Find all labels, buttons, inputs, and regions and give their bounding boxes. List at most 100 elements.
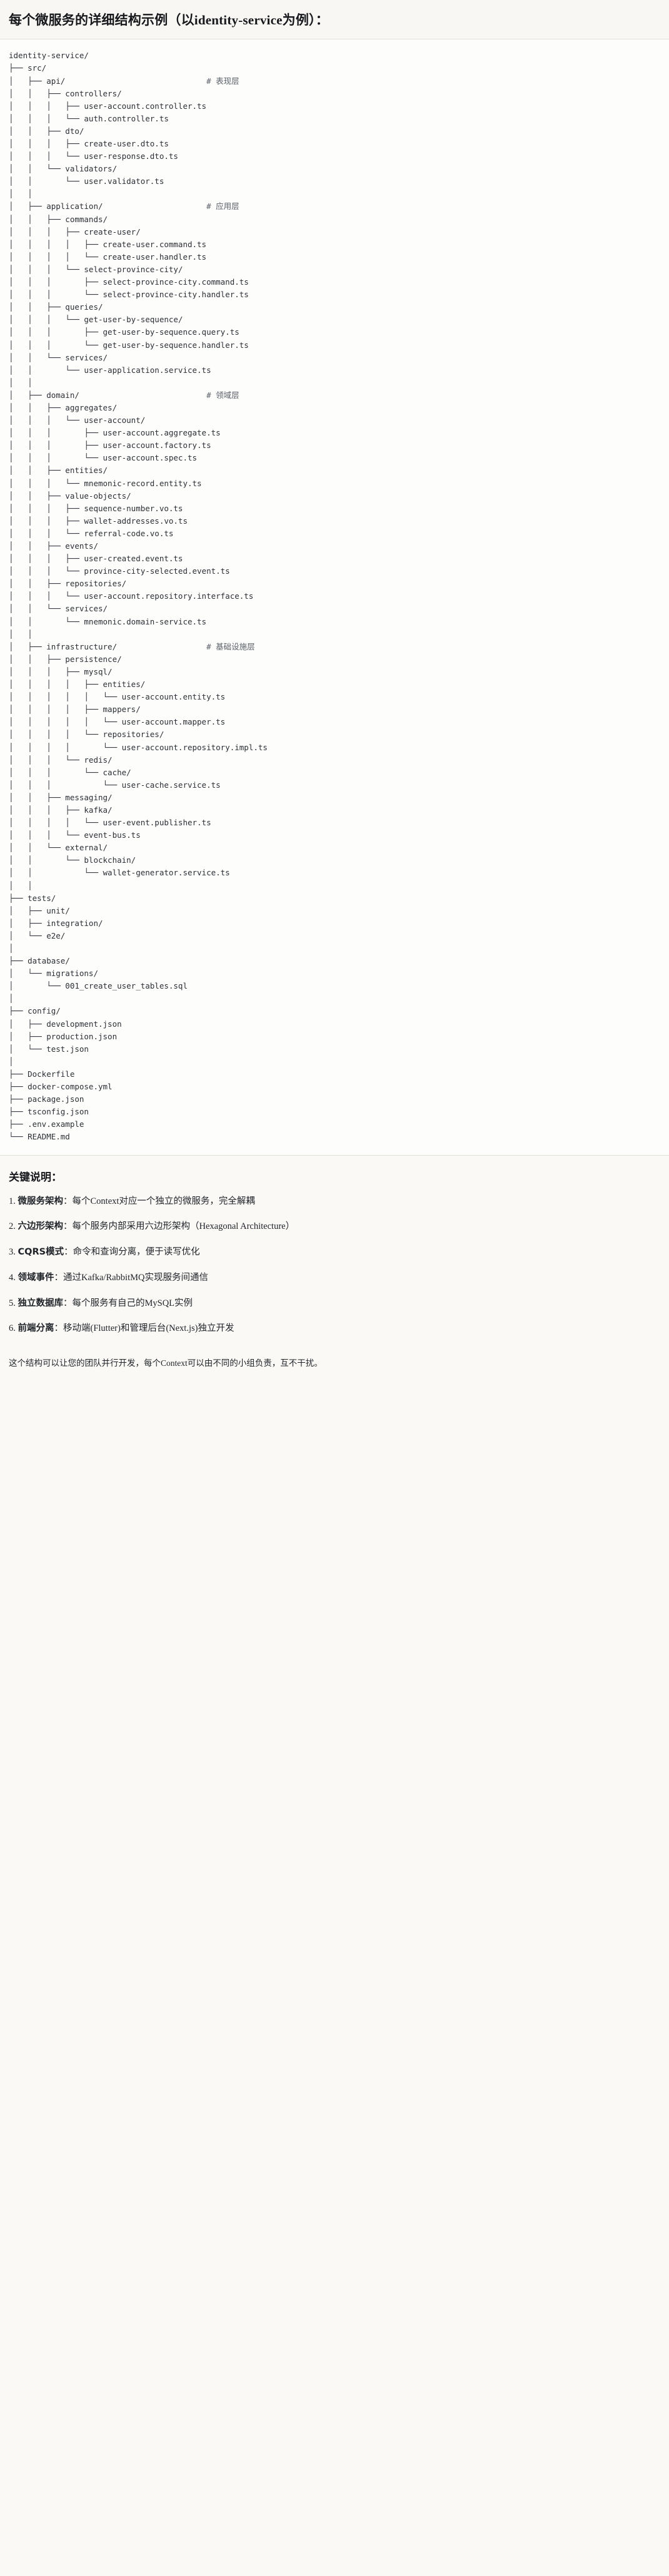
key-point-item: 6. 前端分离：移动端(Flutter)和管理后台(Next.js)独立开发	[9, 1322, 660, 1336]
key-points-list: 1. 微服务架构：每个Context对应一个独立的微服务，完全解耦 2. 六边形架…	[9, 1195, 660, 1336]
key-point-index: 3.	[9, 1247, 18, 1257]
tree-row: ├── tests/	[9, 893, 56, 903]
key-point-item: 3. CQRS模式：命令和查询分离，便于读写优化	[9, 1246, 660, 1260]
tree-row: │ │ └── user.validator.ts	[9, 176, 164, 186]
key-point-term: 前端分离	[18, 1323, 54, 1334]
key-point-description: 命令和查询分离，便于读写优化	[73, 1247, 200, 1257]
tree-row: │ │ └── mnemonic.domain-service.ts	[9, 616, 207, 626]
key-point-item: 1. 微服务架构：每个Context对应一个独立的微服务，完全解耦	[9, 1195, 660, 1209]
tree-row-comment: # 基础设施层	[206, 641, 255, 651]
tree-row: │ │ │ └── mnemonic-record.entity.ts	[9, 478, 202, 488]
tree-row: │ │ │ ├── sequence-number.vo.ts	[9, 503, 183, 513]
tree-row: │ │	[9, 377, 33, 387]
key-point-index: 2.	[9, 1221, 18, 1232]
tree-row: identity-service/	[9, 51, 89, 61]
tree-row: │ │ │ │ └── create-user.handler.ts	[9, 252, 207, 262]
tree-row: │ │ │ ├── user-account.aggregate.ts	[9, 428, 221, 438]
tree-row-path: │ ├── application/	[9, 201, 207, 211]
tree-row-comment: # 表现层	[206, 76, 239, 86]
tree-row: │ │ ├── events/	[9, 541, 98, 551]
tree-row: ├── src/	[9, 63, 47, 73]
tree-row: │ │ ├── entities/	[9, 466, 108, 476]
tree-row: │ │ ├── messaging/	[9, 792, 113, 802]
key-points-section: 关键说明： 1. 微服务架构：每个Context对应一个独立的微服务，完全解耦 2…	[0, 1155, 669, 1353]
tree-row: │ │ │ ├── select-province-city.command.t…	[9, 277, 249, 287]
tree-row: │ │ ├── commands/	[9, 214, 108, 224]
key-point-item: 5. 独立数据库：每个服务有自己的MySQL实例	[9, 1297, 660, 1311]
key-point-separator: ：	[63, 1221, 73, 1232]
tree-row: │ │ └── services/	[9, 604, 108, 614]
tree-row: │ │ │ ├── user-account.factory.ts	[9, 440, 211, 451]
tree-row: ├── Dockerfile	[9, 1069, 75, 1079]
tree-row: │ └── 001_create_user_tables.sql	[9, 981, 188, 991]
tree-row: │ │ ├── dto/	[9, 126, 84, 136]
tree-row: │ │ │ └── referral-code.vo.ts	[9, 528, 174, 538]
tree-row: ├── config/	[9, 1006, 61, 1016]
key-point-index: 1.	[9, 1196, 18, 1206]
tree-row: ├── tsconfig.json	[9, 1107, 89, 1117]
tree-row: │ │ │ └── user-account.repository.interf…	[9, 591, 254, 601]
tree-row: │ │ │ │ └── user-account.repository.impl…	[9, 742, 268, 752]
tree-row: │ └── test.json	[9, 1044, 89, 1054]
tree-row: ├── database/	[9, 956, 70, 966]
page-title: 每个微服务的详细结构示例（以identity-service为例）：	[9, 13, 329, 28]
tree-row: │ │ │ └── auth.controller.ts	[9, 113, 169, 123]
key-point-item: 2. 六边形架构：每个服务内部采用六边形架构（Hexagonal Archite…	[9, 1220, 660, 1234]
tree-row: │ │	[9, 880, 33, 890]
key-point-term: 六边形架构	[18, 1221, 64, 1232]
key-point-index: 4.	[9, 1272, 18, 1283]
tree-row: │ │ │ └── user-account.spec.ts	[9, 453, 198, 463]
tree-row: ├── docker-compose.yml	[9, 1082, 113, 1092]
tree-row: │ │ │ ├── user-created.event.ts	[9, 554, 183, 564]
key-point-separator: ：	[63, 1298, 73, 1308]
tree-row: │ │ │ └── cache/	[9, 767, 131, 777]
tree-row: │ │ │ ├── user-account.controller.ts	[9, 101, 207, 111]
tree-row: │ │ │ │ │ └── user-account.entity.ts	[9, 692, 226, 702]
tree-row: │ │ └── user-application.service.ts	[9, 365, 211, 375]
tree-row: └── README.md	[9, 1132, 70, 1142]
tree-row: │ │	[9, 629, 33, 639]
key-point-separator: ：	[54, 1323, 64, 1334]
tree-row: │ │ │ ├── wallet-addresses.vo.ts	[9, 516, 188, 526]
tree-row: │	[9, 994, 14, 1004]
closing-paragraph: 这个结构可以让您的团队并行开发，每个Context可以由不同的小组负责，互不干扰…	[9, 1358, 323, 1368]
tree-row: │ │ │ ├── kafka/	[9, 805, 113, 815]
tree-row: │ │ ├── controllers/	[9, 88, 122, 98]
tree-row: │ │ │ └── user-response.dto.ts	[9, 151, 178, 161]
tree-row: │ │ │ ├── create-user/	[9, 227, 141, 237]
tree-row: │ │ │ └── user-cache.service.ts	[9, 780, 221, 790]
tree-row: │ │ │ │ ├── mappers/	[9, 705, 141, 715]
key-point-separator: ：	[63, 1196, 73, 1206]
key-points-title: 关键说明：	[9, 1171, 62, 1184]
tree-row: │ ├── unit/	[9, 905, 70, 915]
tree-row: │ │ ├── repositories/	[9, 579, 127, 589]
tree-row: │ │ │ ├── create-user.dto.ts	[9, 139, 169, 148]
tree-row-path: │ ├── infrastructure/	[9, 641, 207, 651]
key-point-index: 5.	[9, 1298, 18, 1308]
key-point-separator: ：	[54, 1272, 64, 1283]
tree-row: │ │ │ └── user-account/	[9, 415, 146, 425]
directory-tree-block: identity-service/ ├── src/ │ ├── api/ # …	[0, 39, 669, 1156]
tree-row: │ │ ├── value-objects/	[9, 491, 131, 501]
tree-row: │ │ └── external/	[9, 843, 108, 853]
key-point-term: 独立数据库	[18, 1298, 64, 1308]
key-point-term: 领域事件	[18, 1272, 54, 1283]
tree-row-comment: # 领域层	[206, 390, 239, 400]
tree-row: │ │	[9, 189, 33, 199]
tree-row: │ ├── domain/ # 领域层	[9, 389, 660, 402]
tree-row: ├── package.json	[9, 1094, 84, 1104]
key-point-description: 通过Kafka/RabbitMQ实现服务间通信	[63, 1272, 208, 1283]
tree-row: │ ├── integration/	[9, 918, 103, 928]
tree-row: │ │ │ ├── get-user-by-sequence.query.ts	[9, 327, 239, 337]
tree-row: │ │ └── blockchain/	[9, 855, 136, 865]
tree-row: │ ├── infrastructure/ # 基础设施层	[9, 641, 660, 653]
key-point-description: 每个Context对应一个独立的微服务，完全解耦	[72, 1196, 255, 1206]
tree-row: │ │ └── services/	[9, 352, 108, 362]
tree-row: │ │ │ ├── mysql/	[9, 666, 113, 676]
key-point-term: CQRS模式	[18, 1247, 64, 1257]
tree-row: │	[9, 944, 14, 953]
tree-row: │ │ │ └── get-user-by-sequence/	[9, 315, 183, 325]
tree-row: │ │ │ └── select-province-city.handler.t…	[9, 290, 249, 300]
tree-row: │ │ │ └── get-user-by-sequence.handler.t…	[9, 340, 249, 350]
tree-row-path: │ ├── api/	[9, 76, 207, 86]
